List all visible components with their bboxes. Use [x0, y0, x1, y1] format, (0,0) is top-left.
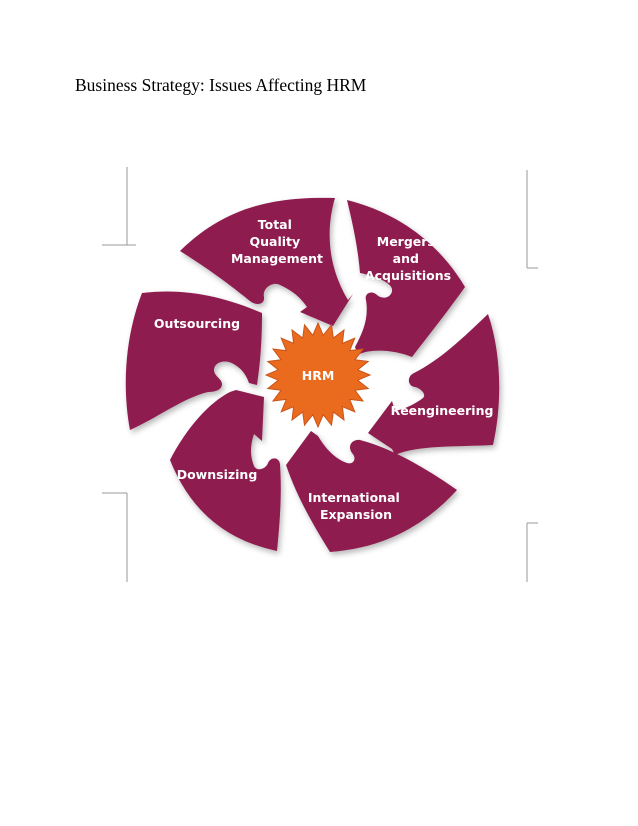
label-line: Total — [258, 217, 292, 232]
label-total-quality-management: Total Quality Management — [231, 217, 323, 266]
label-line: Downsizing — [177, 467, 258, 482]
label-line: Outsourcing — [154, 316, 240, 331]
label-line: International — [308, 490, 400, 505]
blade-international-expansion — [286, 431, 457, 552]
blade-total-quality-management — [180, 197, 353, 326]
page-title: Business Strategy: Issues Affecting HRM — [75, 75, 367, 95]
label-line: Quality — [249, 234, 300, 249]
blade-reengineering — [368, 314, 500, 455]
label-line: Expansion — [320, 507, 392, 522]
label-line: Mergers — [377, 234, 435, 249]
label-outsourcing: Outsourcing — [154, 316, 240, 331]
blade-downsizing — [170, 390, 281, 551]
label-downsizing: Downsizing — [177, 467, 258, 482]
crop-marks — [102, 167, 538, 582]
hrm-starburst — [264, 321, 372, 429]
label-line: Management — [231, 251, 323, 266]
label-line: Reengineering — [391, 403, 494, 418]
blade-labels: Total Quality Management Mergers and Acq… — [154, 217, 494, 522]
blades-group — [125, 197, 500, 552]
label-reengineering: Reengineering — [391, 403, 494, 418]
label-mergers-acquisitions: Mergers and Acquisitions — [365, 234, 451, 283]
blade-outsourcing — [125, 291, 262, 430]
label-line: and — [393, 251, 419, 266]
hrm-center-label: HRM — [302, 368, 335, 383]
blade-mergers-acquisitions — [347, 200, 465, 357]
label-line: Acquisitions — [365, 268, 451, 283]
label-international-expansion: International Expansion — [308, 490, 404, 522]
